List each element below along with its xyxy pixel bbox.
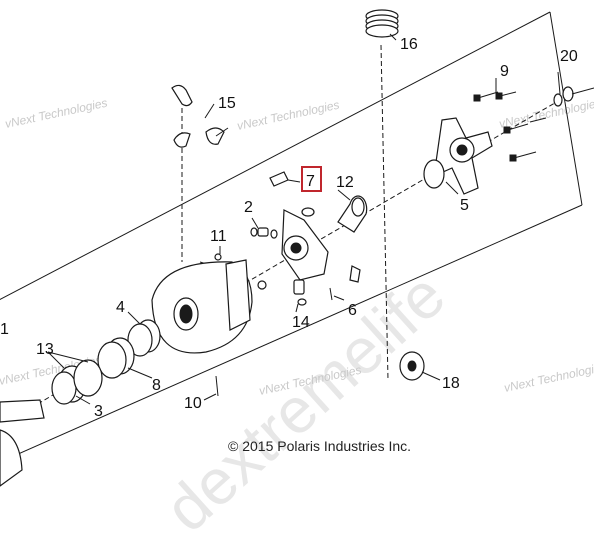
callout-12[interactable]: 12 [336, 174, 354, 191]
pin-parts [250, 227, 278, 239]
callout-9[interactable]: 9 [500, 63, 509, 80]
callout-8[interactable]: 8 [152, 377, 161, 394]
callout-6[interactable]: 6 [348, 302, 357, 319]
assembly-boundary [0, 11, 583, 463]
copyright-text: © 2015 Polaris Industries Inc. [228, 438, 411, 454]
shaft-assembly [0, 359, 103, 487]
small-watermark: vNext Technologies [4, 96, 109, 131]
spring-rings-part [365, 9, 399, 38]
bearing-part-4 [127, 319, 161, 357]
callout-7[interactable]: 7 [306, 173, 315, 190]
bearing-part-8 [97, 337, 135, 379]
callout-13[interactable]: 13 [36, 341, 54, 358]
leader-lines [47, 33, 561, 405]
part-7-component [269, 171, 289, 187]
callout-5[interactable]: 5 [460, 197, 469, 214]
callout-16[interactable]: 16 [400, 36, 418, 53]
callout-4[interactable]: 4 [116, 299, 125, 316]
callout-20[interactable]: 20 [560, 48, 578, 65]
bushing-part [337, 195, 368, 233]
callout-18[interactable]: 18 [442, 375, 460, 392]
callout-15[interactable]: 15 [218, 95, 236, 112]
sheave-plate [281, 207, 361, 283]
weight-parts [171, 84, 225, 148]
highlight-box [301, 166, 322, 192]
pin-part-6 [329, 287, 333, 301]
bolt-parts [473, 91, 547, 162]
callout-11[interactable]: 11 [210, 228, 227, 245]
callout-3[interactable]: 3 [94, 403, 103, 420]
pin-part-10 [215, 375, 219, 397]
callout-1[interactable]: 1 [0, 321, 9, 338]
callout-14[interactable]: 14 [292, 314, 310, 331]
washer-part-18 [399, 351, 425, 381]
washer-parts [257, 279, 307, 306]
clutch-sheave [151, 259, 253, 354]
callout-10[interactable]: 10 [184, 395, 202, 412]
small-watermark: vNext Technologies [498, 96, 594, 131]
small-watermark: vNext Technologies [503, 360, 594, 395]
end-bolt-part [553, 86, 594, 107]
callout-2[interactable]: 2 [244, 199, 253, 216]
small-watermark: vNext Technologies [236, 98, 341, 133]
spider-part [423, 117, 493, 195]
